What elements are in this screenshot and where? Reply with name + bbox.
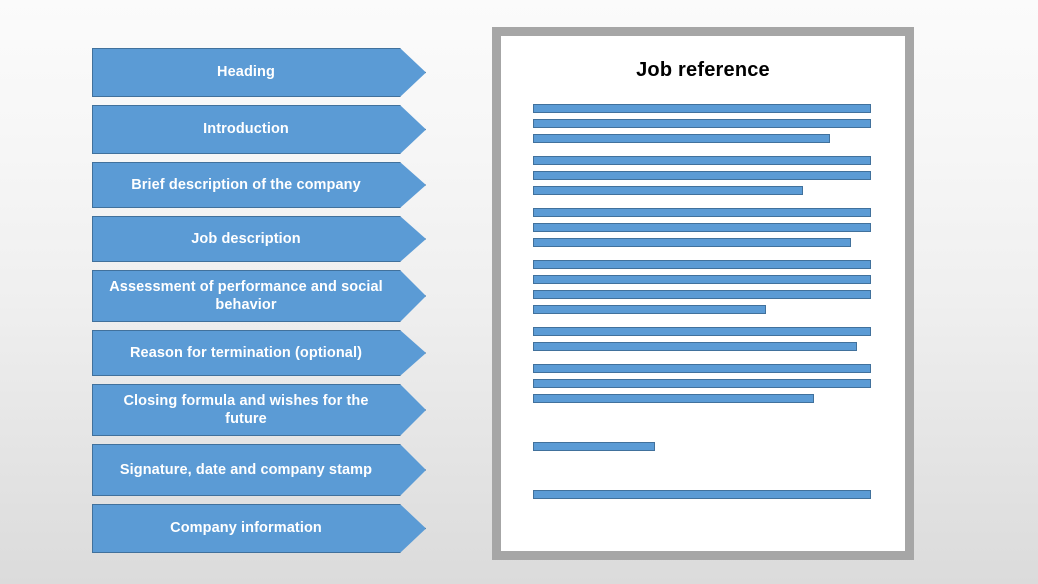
chevron-row: Reason for termination (optional) — [92, 330, 426, 376]
chevron-step-label: Closing formula and wishes for the futur… — [123, 392, 369, 427]
text-line-bar — [533, 275, 871, 284]
text-line-bar — [533, 290, 871, 299]
introduction-lines — [533, 156, 905, 195]
text-line-bar — [533, 134, 831, 143]
text-line-bar — [533, 342, 858, 351]
chevron-step-label: Company information — [170, 520, 322, 537]
text-line-bar — [533, 364, 871, 373]
chevron-step-5[interactable]: Assessment of performance and social beh… — [92, 270, 426, 322]
text-line-bar — [533, 119, 871, 128]
chevron-step-label: Signature, date and company stamp — [119, 461, 373, 478]
chevron-step-7[interactable]: Closing formula and wishes for the futur… — [92, 384, 426, 436]
chevron-row: Heading — [92, 48, 426, 97]
chevron-step-label: Job description — [191, 230, 301, 247]
company-description-lines — [533, 208, 905, 247]
text-line-bar — [533, 327, 871, 336]
document-frame: Job reference — [492, 27, 914, 560]
company-information-lines — [533, 490, 905, 499]
chevron-step-label: Reason for termination (optional) — [129, 344, 363, 361]
chevron-step-label: Assessment of performance and social beh… — [109, 278, 383, 313]
chevron-row: Job description — [92, 216, 426, 262]
text-line-bar — [533, 305, 767, 314]
chevron-row: Brief description of the company — [92, 162, 426, 208]
chevron-row: Introduction — [92, 105, 426, 154]
text-line-bar — [533, 442, 655, 451]
job-description-lines — [533, 260, 905, 314]
chevron-row: Company information — [92, 504, 426, 553]
chevron-step-4[interactable]: Job description — [92, 216, 426, 262]
chevron-step-8[interactable]: Signature, date and company stamp — [92, 444, 426, 496]
chevron-row: Assessment of performance and social beh… — [92, 270, 426, 322]
chevron-step-1[interactable]: Heading — [92, 48, 426, 97]
page-title: Job reference — [636, 59, 770, 81]
chevron-step-9[interactable]: Company information — [92, 504, 426, 553]
document-body — [501, 104, 905, 499]
chevron-step-6[interactable]: Reason for termination (optional) — [92, 330, 426, 376]
chevron-step-label: Heading — [217, 64, 275, 81]
text-line-bar — [533, 238, 851, 247]
chevron-row: Signature, date and company stamp — [92, 444, 426, 496]
chevron-step-label: Brief description of the company — [131, 176, 361, 193]
text-line-bar — [533, 490, 871, 499]
text-line-bar — [533, 394, 814, 403]
text-line-bar — [533, 186, 804, 195]
text-line-bar — [533, 156, 871, 165]
text-line-bar — [533, 208, 871, 217]
chevron-step-2[interactable]: Introduction — [92, 105, 426, 154]
termination-lines — [533, 364, 905, 403]
chevron-row: Closing formula and wishes for the futur… — [92, 384, 426, 436]
text-line-bar — [533, 104, 871, 113]
text-line-bar — [533, 379, 871, 388]
text-line-bar — [533, 171, 871, 180]
text-line-bar — [533, 223, 871, 232]
heading-lines — [533, 104, 905, 143]
signature-lines — [533, 442, 905, 451]
text-line-bar — [533, 260, 871, 269]
assessment-lines — [533, 327, 905, 351]
chevron-step-3[interactable]: Brief description of the company — [92, 162, 426, 208]
chevron-step-label: Introduction — [203, 121, 289, 138]
